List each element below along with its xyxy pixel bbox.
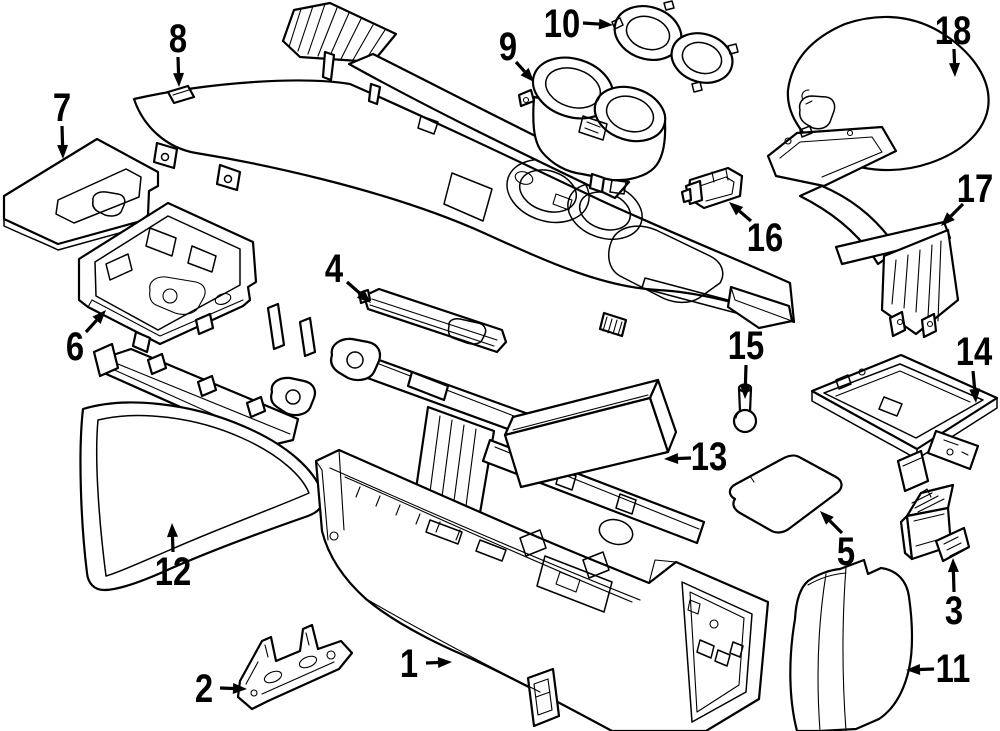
part-rear-cover bbox=[789, 558, 914, 731]
callout-5: 5 bbox=[820, 511, 855, 574]
callout-16: 16 bbox=[729, 202, 783, 260]
svg-text:18: 18 bbox=[935, 8, 971, 53]
callout-9: 9 bbox=[499, 24, 534, 82]
svg-text:10: 10 bbox=[544, 1, 580, 46]
part-rear-tray bbox=[810, 353, 999, 493]
callout-10: 10 bbox=[544, 1, 613, 46]
svg-text:16: 16 bbox=[747, 215, 783, 260]
callout-17: 17 bbox=[941, 166, 993, 226]
part-side-panel bbox=[79, 401, 325, 592]
svg-text:8: 8 bbox=[169, 16, 187, 61]
callout-14: 14 bbox=[956, 329, 993, 403]
callout-18: 18 bbox=[935, 8, 971, 77]
part-storage-lid bbox=[2, 137, 160, 251]
callout-4: 4 bbox=[325, 246, 371, 303]
callout-13: 13 bbox=[664, 434, 727, 479]
part-storage-bin bbox=[77, 201, 258, 354]
callout-7: 7 bbox=[53, 85, 71, 159]
svg-text:17: 17 bbox=[957, 166, 993, 211]
callout-1: 1 bbox=[400, 641, 452, 686]
callout-15: 15 bbox=[728, 323, 764, 399]
svg-text:11: 11 bbox=[936, 646, 971, 691]
svg-text:3: 3 bbox=[945, 588, 963, 633]
callout-3: 3 bbox=[945, 558, 963, 633]
svg-text:4: 4 bbox=[325, 246, 344, 291]
svg-text:15: 15 bbox=[728, 323, 764, 368]
callout-11: 11 bbox=[906, 646, 970, 691]
svg-text:2: 2 bbox=[195, 666, 213, 711]
svg-text:9: 9 bbox=[499, 24, 517, 69]
callout-12: 12 bbox=[155, 523, 191, 594]
svg-text:14: 14 bbox=[956, 329, 993, 374]
svg-text:7: 7 bbox=[53, 85, 71, 130]
svg-text:12: 12 bbox=[155, 549, 191, 594]
part-cupholder-insert bbox=[517, 56, 667, 195]
part-console-body bbox=[314, 448, 770, 731]
part-cupholder-bezel bbox=[611, 0, 739, 93]
callout-8: 8 bbox=[169, 16, 187, 87]
part-console-upper-panel bbox=[132, 79, 796, 338]
part-divider-board bbox=[503, 378, 678, 489]
svg-text:6: 6 bbox=[66, 324, 84, 369]
part-mount-bracket bbox=[236, 623, 354, 711]
callout-6: 6 bbox=[66, 310, 106, 369]
svg-text:13: 13 bbox=[691, 434, 727, 479]
part-clip-bracket bbox=[899, 483, 971, 563]
part-trim-rail bbox=[357, 287, 508, 354]
part-latch bbox=[680, 166, 744, 210]
callout-2: 2 bbox=[195, 666, 247, 711]
part-mat bbox=[728, 454, 843, 534]
svg-text:1: 1 bbox=[400, 641, 418, 686]
part-armrest-base bbox=[766, 125, 960, 339]
svg-text:5: 5 bbox=[837, 529, 855, 574]
